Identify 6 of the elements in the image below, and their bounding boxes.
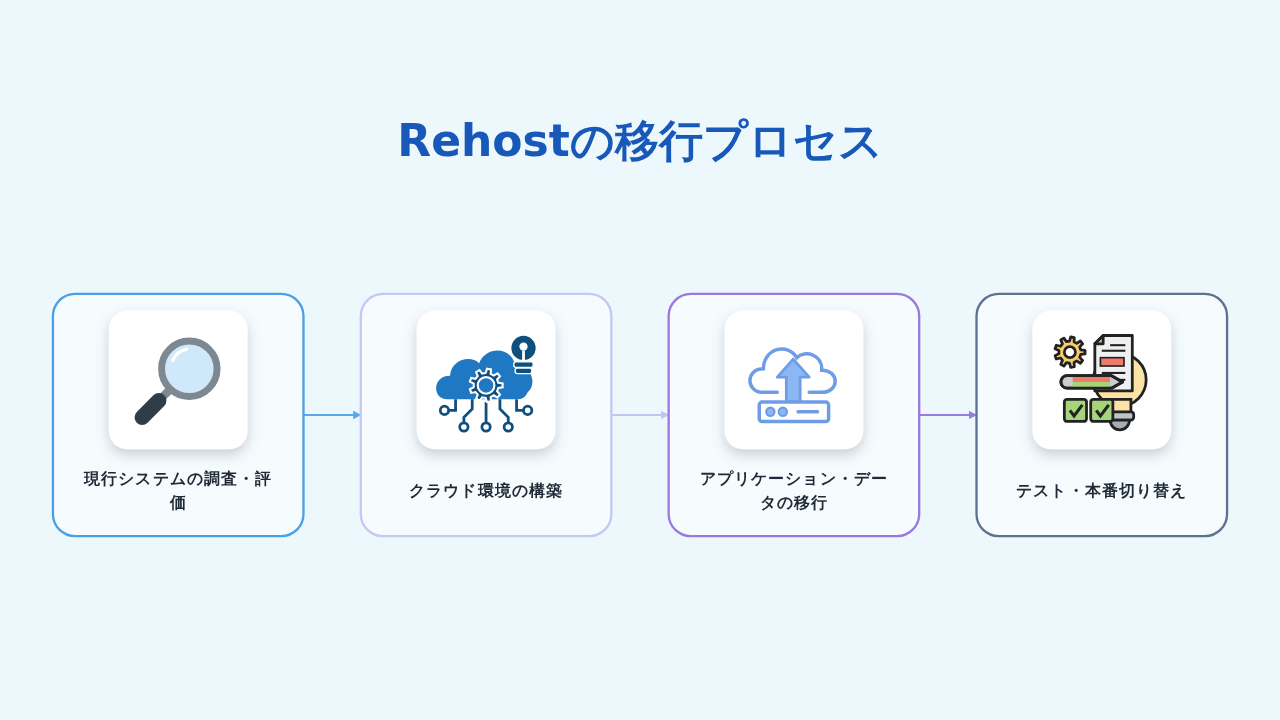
step-label: アプリケーション・データの移行: [698, 468, 889, 515]
arrow: [919, 410, 977, 420]
step-label: 現行システムの調査・評価: [82, 468, 274, 515]
step-label: テスト・本番切り替え: [1016, 480, 1188, 502]
step-label: クラウド環境の構築: [409, 480, 564, 502]
diagram-title: Rehostの移行プロセス: [397, 114, 883, 168]
